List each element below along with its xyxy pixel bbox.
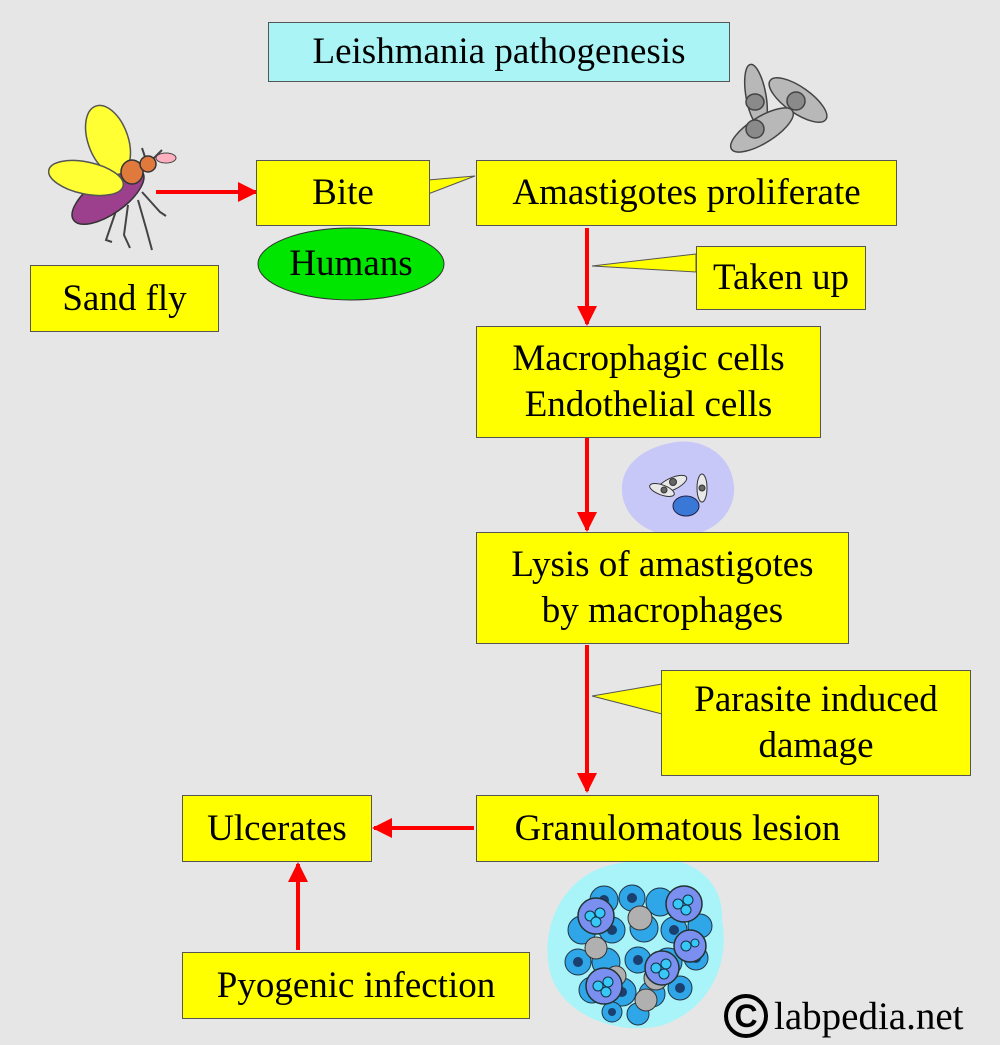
humans-label: Humans [289,243,413,284]
copyright-icon: C [724,994,768,1038]
granulomatous-lesion-box: Granulomatous lesion [476,795,879,862]
ulcerates-label: Ulcerates [207,807,347,849]
lysis-line-2: by macrophages [541,590,784,631]
taken-up-callout-pointer [591,253,697,273]
amastigotes-proliferate-box: Amastigotes proliferate [476,160,897,226]
bite-box: Bite [256,160,430,226]
macrophage-cell-icon [621,441,735,537]
watermark-text: labpedia.net [774,994,964,1038]
pyogenic-infection-box: Pyogenic infection [182,952,530,1019]
ulcerates-box: Ulcerates [182,795,372,862]
taken-up-box: Taken up [696,246,866,310]
parasite-damage-line-2: damage [758,725,874,766]
parasite-damage-line-1: Parasite induced [694,679,938,720]
diagram-title: Leishmania pathogenesis [268,22,730,82]
humans-label-box: Humans [258,228,444,300]
sand-fly-icon [47,104,177,251]
sand-fly-label: Sand fly [62,277,187,319]
granulomatous-lesion-label: Granulomatous lesion [514,807,841,849]
pyogenic-infection-label: Pyogenic infection [216,964,496,1006]
damage-callout-pointer [591,683,663,715]
bite-callout-pointer [427,175,476,195]
diagram-title-text: Leishmania pathogenesis [312,31,686,72]
amastigotes-proliferate-label: Amastigotes proliferate [512,172,861,213]
watermark: C labpedia.net [724,990,994,1042]
parasite-damage-box: Parasite induced damage [661,670,971,776]
macrophagic-cells-label: Macrophagic cells [512,338,785,379]
amastigotes-icon [729,63,828,153]
humans-ellipse [257,227,445,301]
granuloma-cluster-icon [547,858,724,1029]
lysis-line-1: Lysis of amastigotes [511,544,814,585]
taken-up-label: Taken up [712,257,850,298]
endothelial-cells-label: Endothelial cells [524,384,773,425]
lysis-box: Lysis of amastigotes by macrophages [476,532,849,644]
macrophagic-cells-box: Macrophagic cells Endothelial cells [476,326,821,438]
bite-label: Bite [312,172,374,213]
sand-fly-box: Sand fly [30,265,219,332]
